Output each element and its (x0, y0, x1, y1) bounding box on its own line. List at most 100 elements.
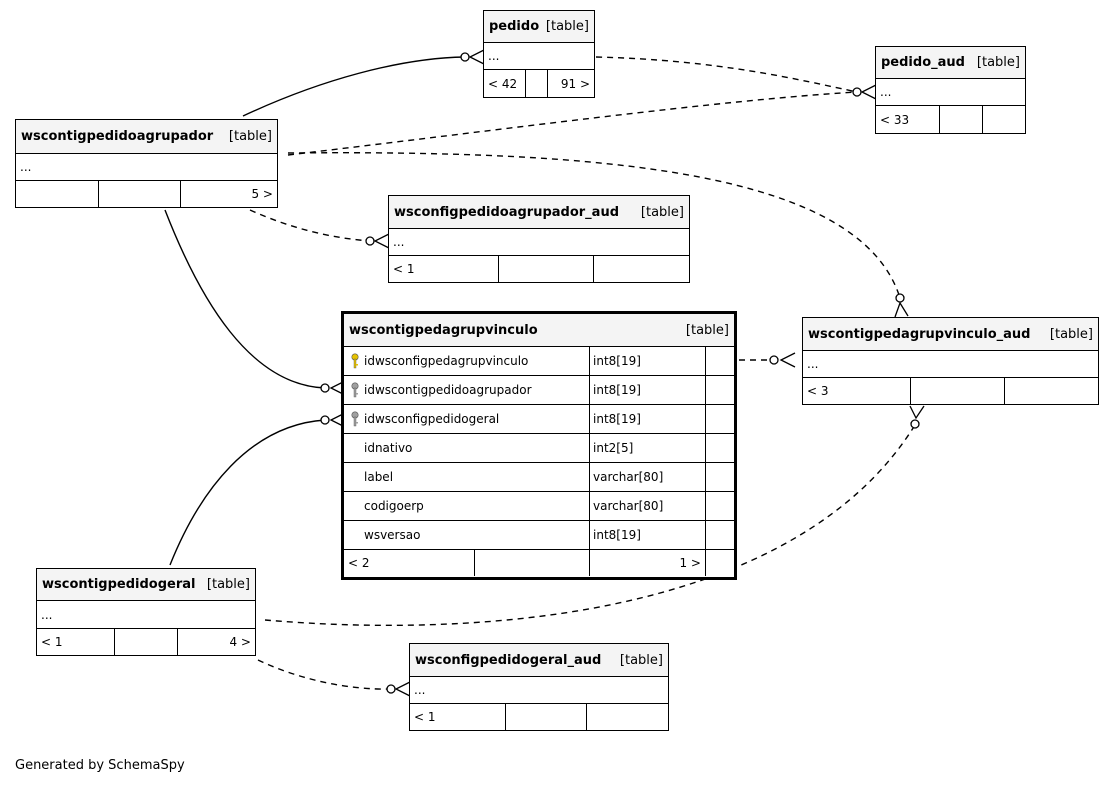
table-name: pedido_aud (881, 55, 965, 70)
table-footer: < 3 (803, 378, 1098, 404)
table-type: [table] (976, 55, 1020, 70)
edge-agrupador-vinculo-aud (287, 152, 901, 299)
crowfoot-marker (779, 352, 796, 368)
table-footer: < 42 91 > (484, 70, 594, 97)
column-type: int8[19] (590, 521, 706, 549)
parent-count: < 1 (389, 256, 499, 282)
table-pedido-aud[interactable]: pedido_aud [table] ... < 33 (875, 46, 1026, 134)
crowfoot-marker (373, 233, 390, 249)
table-header: pedido [table] (484, 11, 594, 43)
column-name: idwscontigpedidoagrupador (364, 383, 532, 397)
footer-middle (475, 550, 590, 576)
parent-count: < 3 (803, 378, 911, 404)
marker-circle (769, 355, 779, 365)
columns-placeholder: ... (389, 229, 689, 256)
footer-middle (115, 629, 178, 655)
table-name: wscontigpedagrupvinculo (349, 322, 538, 338)
crowfoot-marker (860, 84, 877, 100)
edge-pedido-pedido-aud (595, 56, 858, 93)
column-type: int8[19] (590, 347, 706, 375)
table-name: wscontigpedagrupvinculo_aud (808, 326, 1031, 342)
table-name: pedido (489, 19, 540, 34)
footer-middle (940, 106, 983, 133)
table-footer: < 1 (389, 256, 689, 282)
child-count (983, 106, 1025, 133)
crowfoot-marker (394, 681, 411, 697)
column-row: idnativo int2[5] (344, 434, 734, 463)
table-type: [table] (640, 204, 684, 220)
table-footer: < 33 (876, 106, 1025, 133)
edge-geral-vinculo-aud (264, 424, 916, 627)
marker-circle (320, 383, 330, 393)
child-count (1005, 378, 1098, 404)
parent-count: < 1 (410, 704, 506, 730)
table-header: pedido_aud [table] (876, 47, 1025, 79)
column-extra (706, 347, 734, 375)
table-wsconfigpedidoagrupador-aud[interactable]: wsconfigpedidoagrupador_aud [table] ... … (388, 195, 690, 283)
table-name: wsconfigpedidoagrupador_aud (394, 204, 620, 220)
table-type: [table] (545, 19, 589, 34)
column-row: idwscontigpedidoagrupador int8[19] (344, 376, 734, 405)
columns-placeholder: ... (803, 351, 1098, 378)
edge-geral-geral-aud (257, 659, 391, 690)
edge-agrupador-agrupador-aud (249, 209, 371, 242)
table-wscontigpedagrupvinculo-aud[interactable]: wscontigpedagrupvinculo_aud [table] ... … (802, 317, 1099, 405)
marker-circle (910, 419, 920, 429)
table-wscontigpedidoagrupador[interactable]: wscontigpedidoagrupador [table] ... 5 > (15, 119, 278, 208)
crowfoot-marker (468, 49, 485, 65)
column-type: int8[19] (590, 376, 706, 404)
column-name-cell: label (344, 463, 590, 491)
table-wsconfigpedidogeral-aud[interactable]: wsconfigpedidogeral_aud [table] ... < 1 (409, 643, 669, 731)
edge-agrupador-vinculo (164, 209, 326, 389)
column-name: idnativo (364, 441, 413, 455)
edge-pedido-agrupador (242, 56, 466, 117)
table-footer: < 2 1 > (344, 550, 734, 576)
table-type: [table] (1049, 326, 1093, 342)
generator-credit: Generated by SchemaSpy (15, 758, 185, 773)
footer-spacer (706, 550, 734, 576)
table-wscontigpedagrupvinculo[interactable]: wscontigpedagrupvinculo [table] idwsconf… (341, 311, 737, 580)
child-count: 5 > (251, 187, 273, 201)
column-name: wsversao (364, 528, 421, 542)
columns-placeholder: ... (16, 154, 277, 181)
marker-circle (852, 87, 862, 97)
column-name: label (364, 470, 394, 484)
column-type: int8[19] (590, 405, 706, 433)
crowfoot-marker (329, 380, 346, 396)
column-extra (706, 376, 734, 404)
table-name: wsconfigpedidogeral_aud (415, 652, 602, 668)
column-type: varchar[80] (590, 463, 706, 491)
column-name: codigoerp (364, 499, 424, 513)
table-header: wsconfigpedidogeral_aud [table] (410, 644, 668, 677)
column-extra (706, 463, 734, 491)
crowfoot-marker (329, 412, 346, 428)
column-row: wsversao int8[19] (344, 521, 734, 550)
table-name: wscontigpedidoagrupador (21, 129, 214, 144)
table-type: [table] (228, 129, 272, 144)
column-name-cell: wsversao (344, 521, 590, 549)
table-pedido[interactable]: pedido [table] ... < 42 91 > (483, 10, 595, 98)
table-header: wscontigpedagrupvinculo [table] (344, 314, 734, 347)
column-name-cell: idwsconfigpedidogeral (344, 405, 590, 433)
table-wscontigpedidogeral[interactable]: wscontigpedidogeral [table] ... < 1 4 > (36, 568, 256, 656)
columns-placeholder: ... (484, 43, 594, 70)
edge-agrupador-pedido-aud (287, 91, 858, 156)
footer-middle (526, 70, 548, 97)
columns-placeholder: ... (37, 601, 255, 629)
edge-geral-vinculo (169, 419, 326, 566)
parent-count (16, 181, 99, 207)
column-type: int2[5] (590, 434, 706, 462)
column-extra (706, 521, 734, 549)
columns-placeholder: ... (876, 79, 1025, 106)
parent-count: < 33 (876, 106, 940, 133)
table-footer: < 1 (410, 704, 668, 730)
foreign-key-icon (351, 382, 359, 398)
table-footer: < 1 4 > (37, 629, 255, 655)
footer-middle (99, 181, 181, 207)
crowfoot-marker (894, 301, 909, 318)
parent-count: < 42 (484, 70, 526, 97)
